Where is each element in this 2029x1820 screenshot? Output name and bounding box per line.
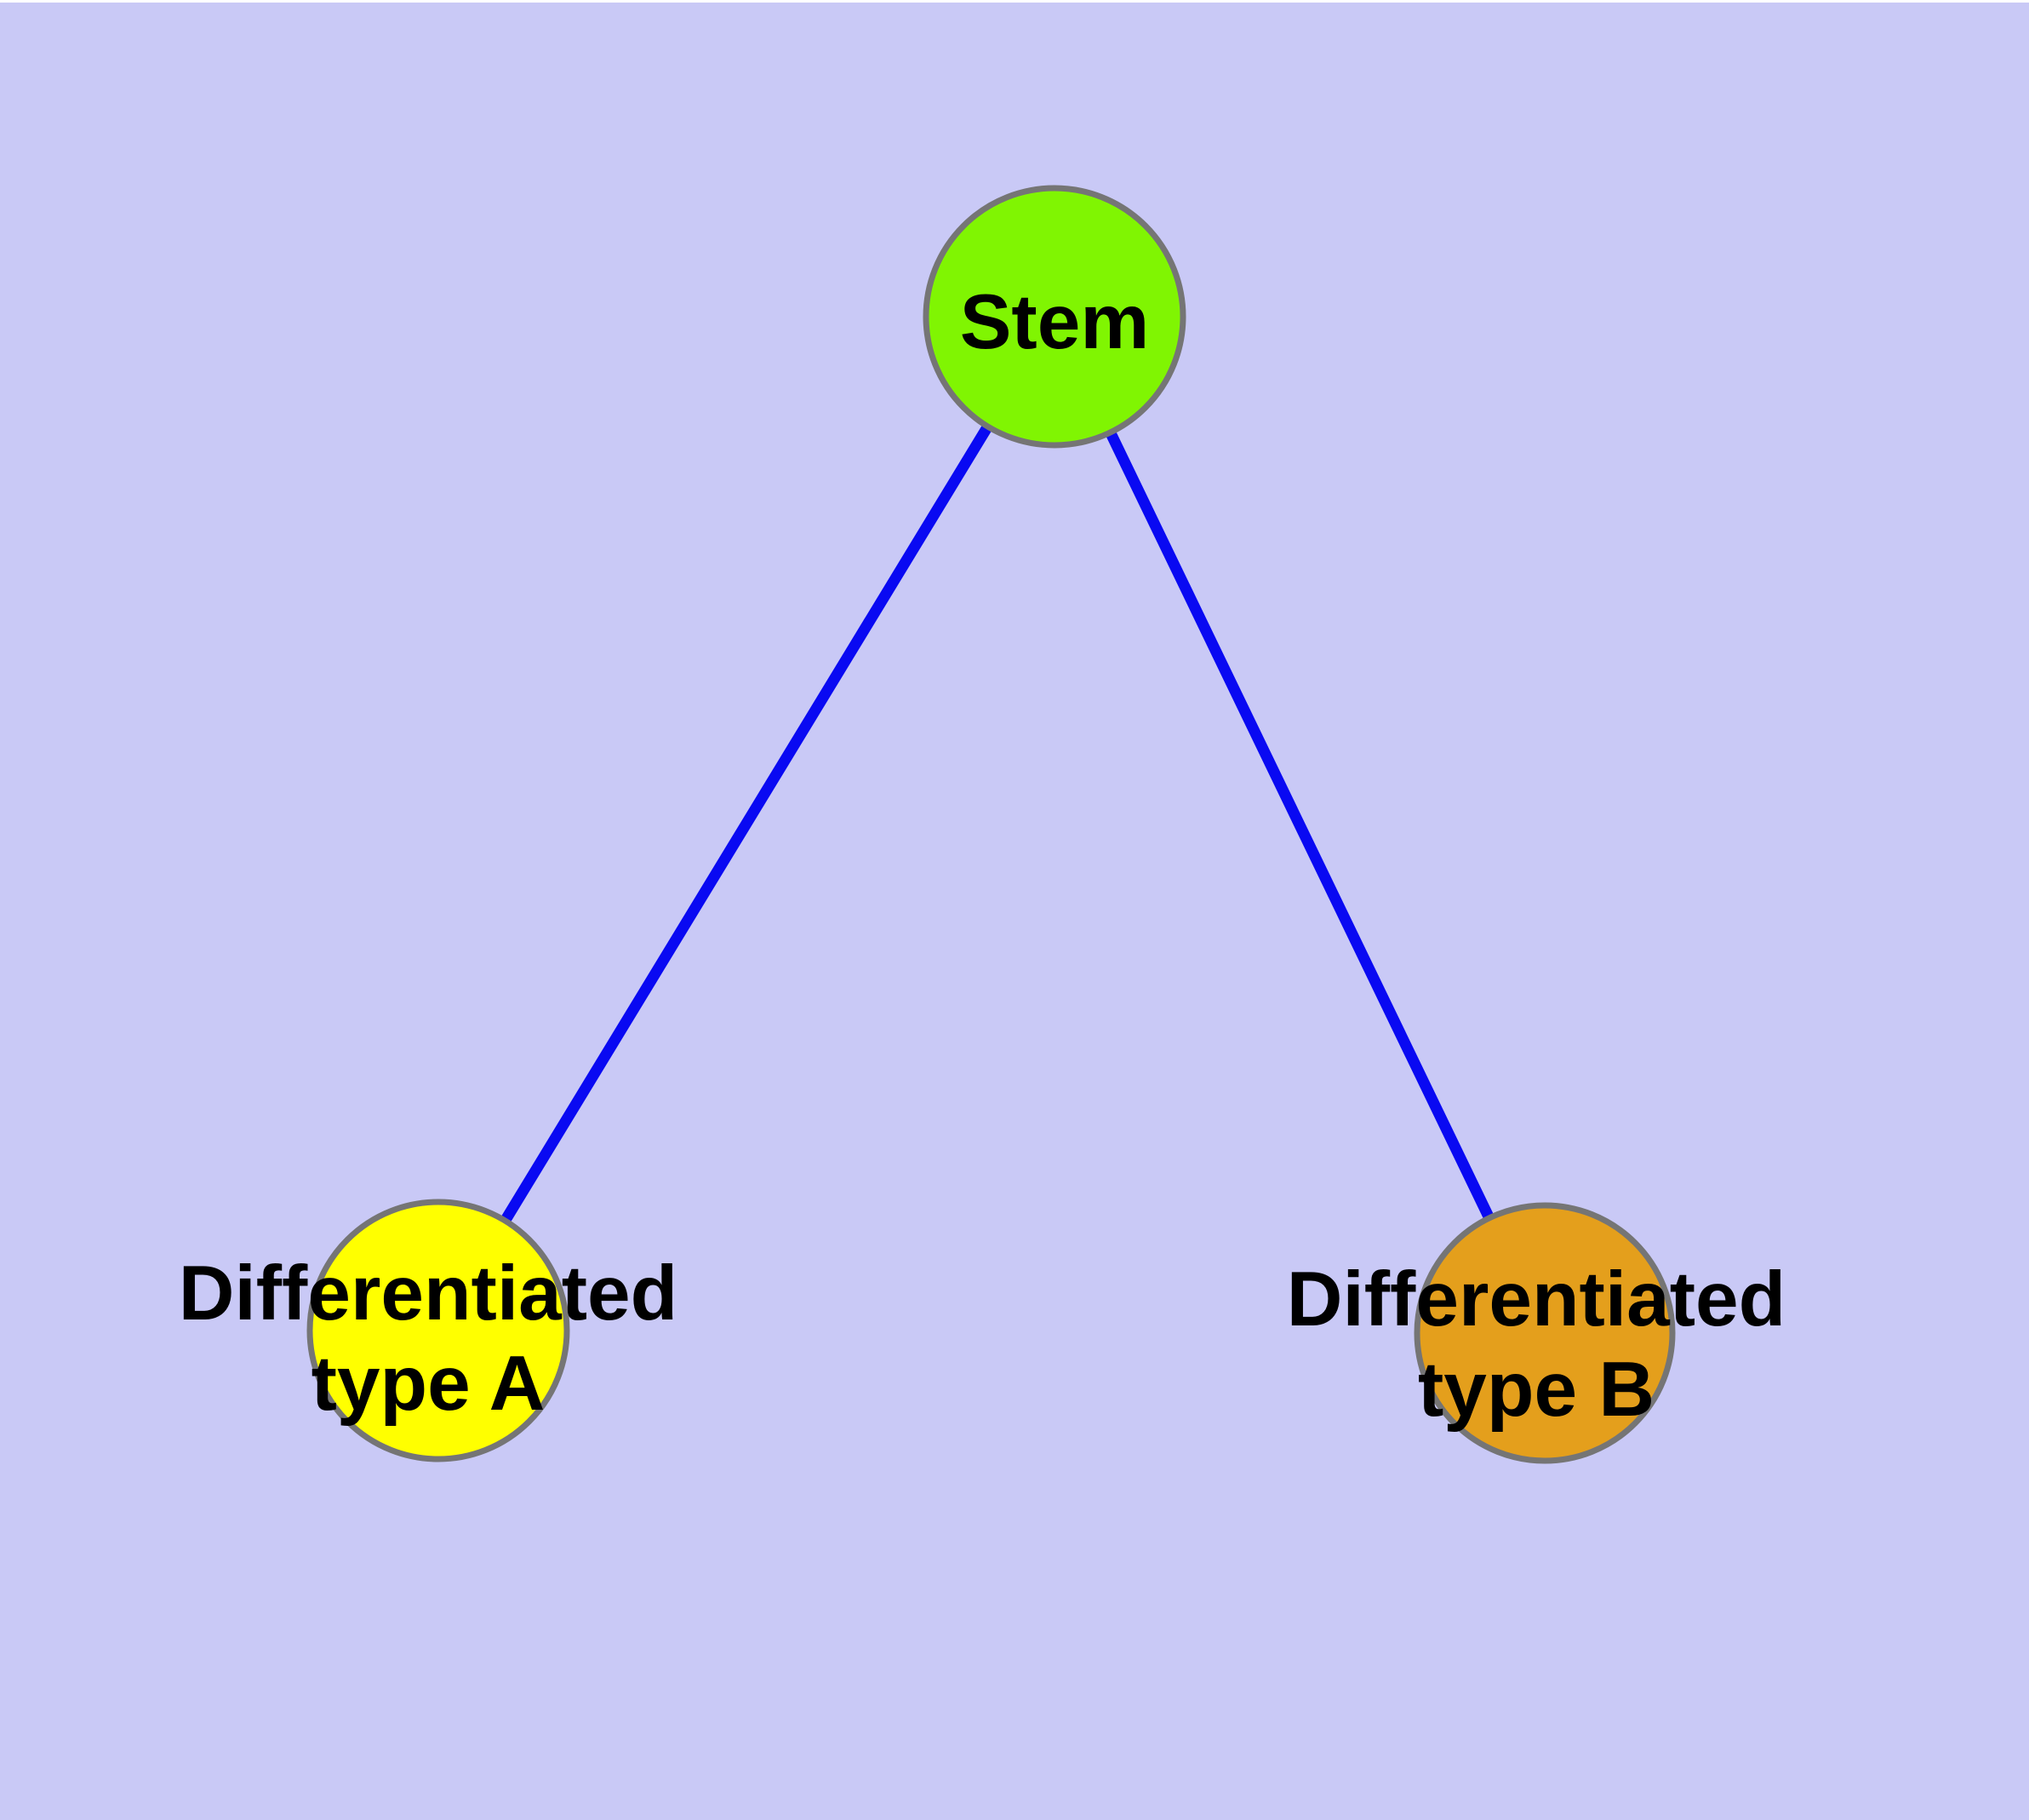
- node-type-a-label-line1: Differentiated: [179, 1251, 678, 1336]
- edge-stem-to-type-a: [433, 313, 1060, 1334]
- node-type-a-label-line2: type A: [311, 1341, 546, 1427]
- node-type-a: [306, 1199, 570, 1462]
- node-stem: [923, 185, 1186, 449]
- node-type-b-label-line1: Differentiated: [1287, 1256, 1786, 1342]
- node-stem-label: Stem: [960, 279, 1150, 365]
- node-type-b-label-line2: type B: [1418, 1347, 1655, 1433]
- node-type-b: [1414, 1202, 1676, 1464]
- edge-stem-to-type-b: [1049, 314, 1550, 1336]
- top-edge-strip: [0, 0, 2029, 3]
